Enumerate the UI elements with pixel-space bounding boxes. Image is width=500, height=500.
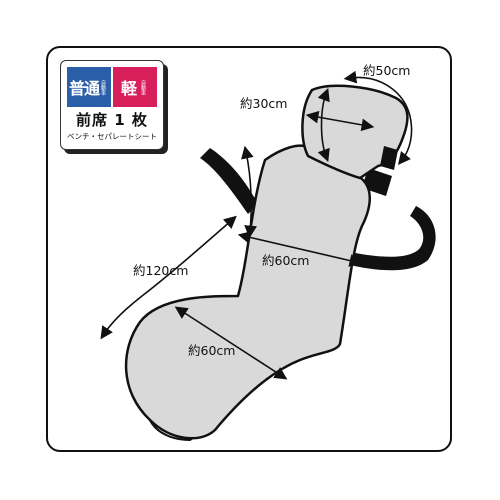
label-total-length: 約120cm	[133, 263, 189, 278]
arrow-headrest-circumference	[343, 70, 413, 165]
arrow-height-headrest	[317, 88, 330, 162]
label-back-width: 約60cm	[262, 253, 310, 268]
badge-top-row: 普通 自動車 軽 自動車	[67, 67, 157, 107]
regular-car-tag: 普通 自動車	[67, 67, 111, 107]
arrow-height-back	[241, 145, 257, 239]
strap-right	[346, 206, 436, 271]
arrow-seat-width	[174, 306, 288, 380]
arrow-total-length	[100, 215, 237, 340]
regular-car-sub: 自動車	[100, 79, 107, 95]
kei-car-tag: 軽 自動車	[113, 67, 157, 107]
badge-subtitle: ベンチ・セパレートシート	[67, 132, 157, 141]
kei-car-sub: 自動車	[140, 79, 147, 95]
label-headrest-width: 約30cm	[240, 96, 288, 111]
label-headrest-circumference: 約50cm	[363, 63, 411, 78]
regular-car-label: 普通	[69, 79, 100, 98]
vehicle-type-badge: 普通 自動車 軽 自動車 前席 1 枚 ベンチ・セパレートシート	[60, 60, 164, 150]
badge-title: 前席 1 枚	[76, 111, 148, 129]
strap-left	[200, 148, 258, 214]
kei-car-label: 軽	[121, 79, 137, 98]
arrow-back-width	[237, 231, 363, 267]
dimension-arrows	[100, 70, 413, 380]
label-seat-width: 約60cm	[188, 343, 236, 358]
